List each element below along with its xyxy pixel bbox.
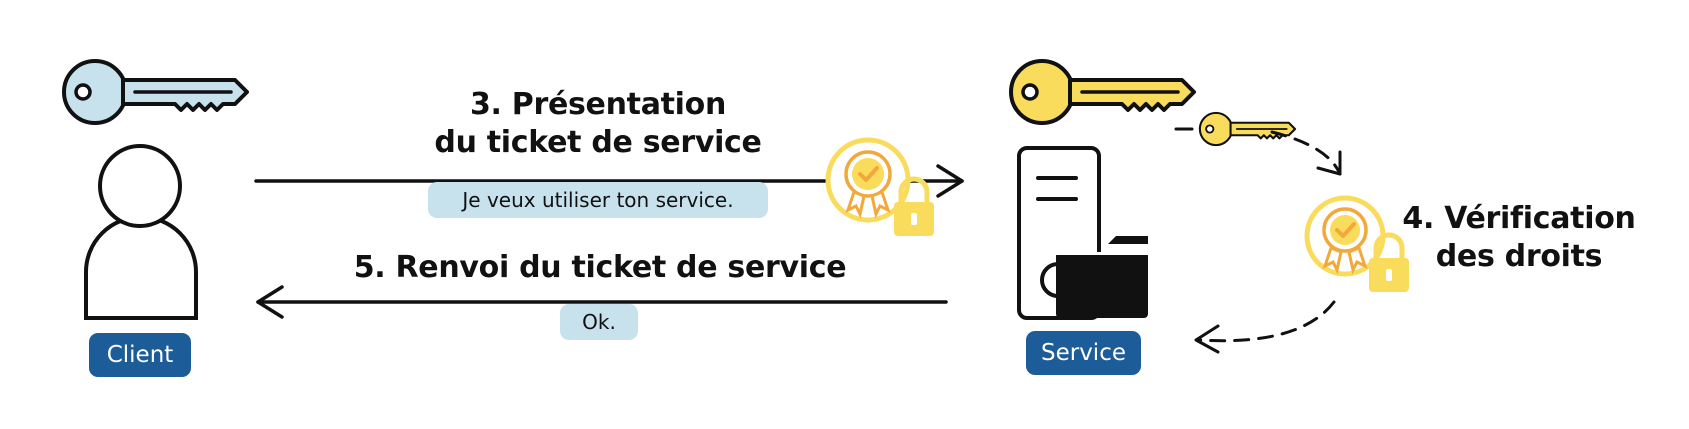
verification-certificate-icon — [1304, 195, 1409, 292]
certificate-lock-icon — [825, 137, 934, 236]
step3-message: Je veux utiliser ton service. — [428, 182, 768, 218]
dashed-arrow-to-service — [1194, 300, 1336, 354]
step4-title-line1: 4. Vérification — [1402, 201, 1636, 236]
service-badge: Service — [1026, 331, 1141, 375]
step3-title-line1: 3. Présentation — [469, 87, 727, 122]
client-badge: Client — [89, 333, 191, 377]
step4-title: 4. Vérification des droits — [1400, 200, 1638, 276]
step5-arrow — [256, 285, 948, 319]
client-key-icon — [62, 59, 249, 125]
person-icon — [84, 144, 198, 320]
step3-title: 3. Présentation du ticket de service — [400, 86, 796, 162]
step5-title: 5. Renvoi du ticket de service — [353, 250, 847, 285]
small-key-icon — [1198, 111, 1297, 147]
step5-message: Ok. — [560, 304, 638, 340]
folder-icon — [1056, 236, 1148, 318]
dashed-arrow-to-verification — [1174, 127, 1342, 176]
service-key-icon — [1009, 59, 1196, 125]
step3-title-line2: du ticket de service — [434, 125, 762, 160]
step4-title-line2: des droits — [1435, 239, 1603, 274]
